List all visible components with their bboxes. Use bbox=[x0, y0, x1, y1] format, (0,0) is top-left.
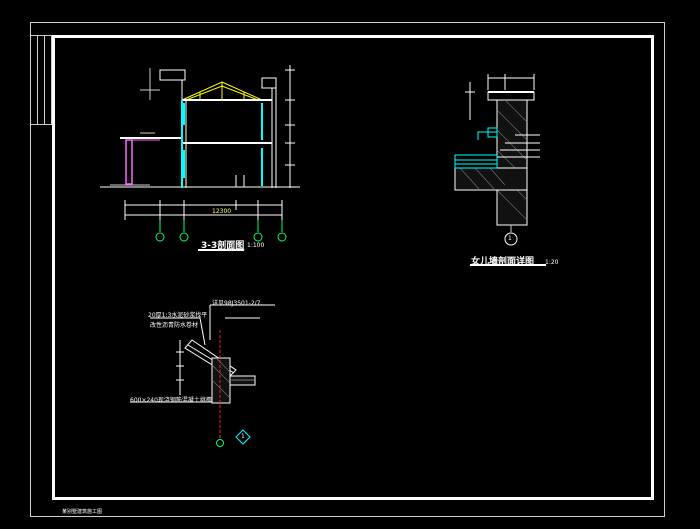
eave-note-waterproofing: 改性沥青防水卷材 bbox=[150, 322, 199, 329]
eave-detail-marker: 1 bbox=[241, 433, 245, 440]
drawing-name-footer: 某别墅建筑施工图 bbox=[62, 509, 103, 515]
section-3-3-drawing bbox=[100, 65, 300, 251]
eave-bottom-note: 600×240现浇钢筋混凝土挑檐 bbox=[130, 397, 212, 404]
title-block-column bbox=[30, 35, 52, 125]
parapet-detail-drawing bbox=[454, 74, 546, 266]
eave-detail-drawing bbox=[130, 304, 275, 447]
parapet-detail-marker: 1 bbox=[508, 235, 512, 242]
section-total-dimension: 12300 bbox=[212, 208, 232, 215]
eave-note-screed: 20厚1:3水泥砂浆找平 bbox=[148, 312, 208, 319]
section-scale: 1:100 bbox=[247, 242, 265, 249]
drawing-outer-frame bbox=[30, 22, 665, 517]
eave-reference-note: 详见98J3501-2/7. bbox=[212, 300, 263, 307]
drawing-inner-frame bbox=[52, 35, 654, 500]
parapet-detail-title: 女儿墙剖面详图 bbox=[471, 257, 535, 267]
parapet-detail-scale: 1:20 bbox=[545, 259, 559, 266]
section-title: 3-3剖面图 bbox=[201, 241, 245, 251]
